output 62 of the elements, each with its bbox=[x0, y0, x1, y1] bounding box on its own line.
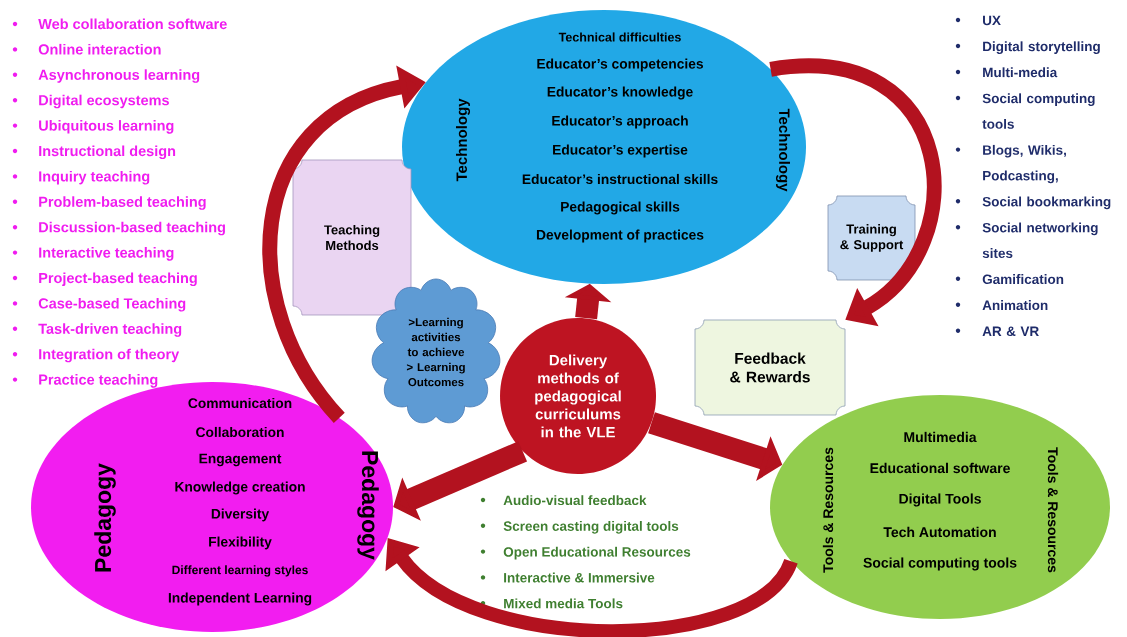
list-item: Multi-media bbox=[983, 67, 1058, 78]
item-text: Different learning styles bbox=[172, 565, 308, 577]
plaque-box: Feedback & Rewards bbox=[694, 319, 846, 416]
list-item: Online interaction bbox=[38, 43, 161, 55]
item-text: Diversity bbox=[211, 508, 270, 522]
list-item: Interactive teaching bbox=[39, 247, 174, 261]
list-item: Discussion-based teaching bbox=[39, 221, 225, 236]
curved-arrow bbox=[770, 58, 942, 327]
list-item: Audio-visual feedback bbox=[503, 495, 647, 506]
side-label: Tools & Resources bbox=[822, 447, 834, 573]
item-text: Knowledge creation bbox=[175, 481, 305, 495]
side-label: Pedagogy bbox=[357, 451, 379, 560]
list-item: Screen casting digital tools bbox=[503, 521, 679, 534]
list-item: Practice teaching bbox=[39, 374, 158, 388]
item-text: Pedagogical skills bbox=[561, 201, 680, 215]
list-item: Blogs, Wikis, Podcasting, bbox=[983, 144, 1066, 184]
item-text: Educator’s expertise bbox=[553, 144, 688, 158]
list-item: Social bookmarking bbox=[982, 196, 1111, 210]
item-text: Technical difficulties bbox=[558, 32, 681, 42]
list-item: Ubiquitous learning bbox=[39, 120, 174, 134]
list-item: Social networking sites bbox=[982, 222, 1098, 259]
item-text: Flexibility bbox=[209, 536, 272, 550]
side-label: Pedagogy bbox=[94, 463, 116, 572]
list-item: Task-driven teaching bbox=[38, 323, 182, 337]
item-text: Digital Tools bbox=[899, 493, 981, 507]
side-label: Tools & Resources bbox=[1047, 447, 1059, 573]
list-item: Mixed media Tools bbox=[504, 598, 623, 609]
list-item: UX bbox=[983, 15, 1001, 26]
item-text: Educator’s competencies bbox=[537, 58, 703, 72]
side-label: Technology bbox=[776, 108, 791, 192]
item-text: Educator’s knowledge bbox=[547, 86, 693, 100]
list-item: Digital ecosystems bbox=[39, 94, 169, 109]
item-text: Development of practices bbox=[536, 229, 704, 243]
list-item: Interactive & Immersive bbox=[504, 572, 655, 583]
item-text: Multimedia bbox=[904, 431, 977, 443]
item-text: Educator’s instructional skills bbox=[522, 173, 718, 185]
list-item: Open Educational Resources bbox=[503, 546, 691, 560]
plaque-box: Teaching Methods bbox=[292, 159, 412, 316]
list-item: Case-based Teaching bbox=[38, 297, 186, 312]
list-item: Digital storytelling bbox=[983, 41, 1100, 54]
item-text: Engagement bbox=[199, 453, 282, 467]
item-text: Independent Learning bbox=[168, 592, 312, 606]
side-label: Technology bbox=[456, 98, 471, 182]
list-item: Animation bbox=[982, 300, 1048, 311]
item-text: Collaboration bbox=[196, 426, 284, 438]
list-item: AR & VR bbox=[982, 326, 1039, 337]
item-text: Social computing tools bbox=[863, 557, 1017, 571]
list-item: Problem-based teaching bbox=[39, 196, 206, 210]
block-arrow bbox=[393, 441, 528, 521]
item-text: Tech Automation bbox=[883, 526, 996, 538]
item-text: Communication bbox=[188, 397, 292, 409]
list-item: Social computing tools bbox=[982, 93, 1095, 129]
list-item: Asynchronous learning bbox=[38, 69, 200, 83]
item-text: Educational software bbox=[870, 462, 1010, 474]
plaque-box: Training & Support bbox=[827, 195, 916, 281]
list-item: Integration of theory bbox=[39, 348, 180, 363]
item-text: Educator’s approach bbox=[552, 115, 688, 129]
list-item: Project-based teaching bbox=[39, 272, 197, 287]
list-item: Instructional design bbox=[39, 145, 176, 160]
list-item: Gamification bbox=[982, 274, 1064, 285]
list-item: Web collaboration software bbox=[38, 18, 227, 30]
list-item: Inquiry teaching bbox=[39, 170, 150, 185]
